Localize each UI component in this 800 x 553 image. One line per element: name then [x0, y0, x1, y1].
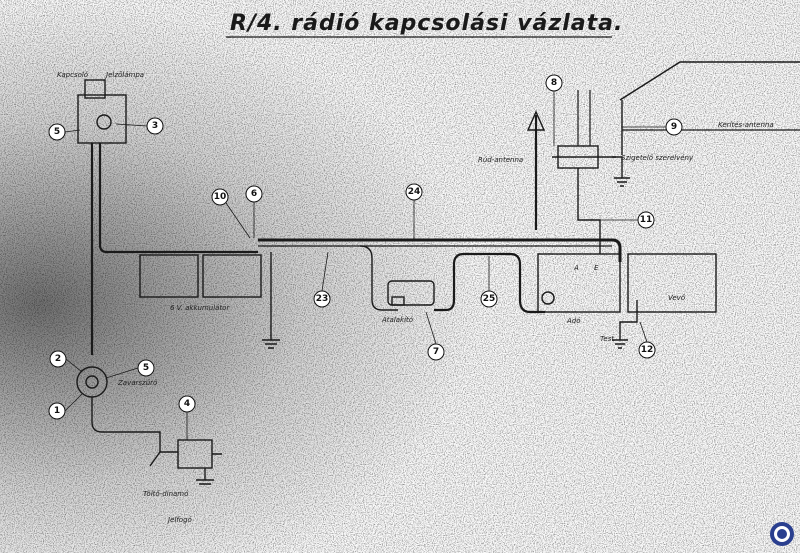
svg-text:4: 4: [184, 399, 190, 409]
svg-text:6: 6: [251, 189, 257, 199]
label-battery: 6 V. akkumulátor: [170, 304, 230, 312]
wiring: [76, 61, 800, 485]
svg-text:8: 8: [551, 78, 557, 88]
svg-text:24: 24: [408, 187, 421, 197]
label-transmitter: Adó: [566, 317, 581, 325]
callout-10: 9: [665, 118, 683, 136]
transmitter-box: [537, 253, 621, 313]
leader-lines: [64, 91, 666, 440]
svg-text:7: 7: [433, 347, 439, 357]
svg-text:25: 25: [483, 294, 496, 304]
diagram-title: R/4. rádió kapcsolási vázlata.: [230, 11, 623, 36]
archive-stamp-logo: [770, 522, 794, 546]
label-switch: Kapcsoló: [57, 71, 89, 79]
switch-symbol: [84, 79, 106, 99]
callout-5-bottom: 5: [137, 359, 155, 377]
svg-text:3: 3: [152, 121, 158, 131]
indicator-lamp-symbol: [96, 114, 112, 130]
converter-unit: [387, 280, 435, 306]
label-relay: Jelfogó: [166, 516, 193, 524]
component-labels: Kapcsoló Jelzőlámpa 6 V. akkumulátor Zav…: [57, 70, 774, 524]
callout-6: 6: [245, 185, 263, 203]
callout-24: 24: [405, 183, 423, 201]
label-receiver: Vevő: [668, 293, 686, 302]
svg-text:23: 23: [316, 294, 329, 304]
svg-text:12: 12: [641, 345, 654, 355]
label-terminal-e: E: [594, 264, 599, 272]
svg-text:10: 10: [214, 192, 227, 202]
label-rod-antenna: Rúd-antenna: [478, 156, 523, 164]
label-indicator-lamp: Jelzőlámpa: [104, 70, 144, 79]
callout-11: 11: [637, 211, 655, 229]
callout-25: 25: [480, 290, 498, 308]
battery-2: [202, 254, 262, 298]
callout-12: 12: [638, 341, 656, 359]
switch-lamp-box: [77, 94, 127, 144]
converter-plug: [391, 296, 405, 306]
label-ground: Test: [600, 335, 614, 343]
callout-8: 7: [427, 343, 445, 361]
svg-text:11: 11: [640, 215, 653, 225]
svg-text:9: 9: [671, 122, 677, 132]
callout-9: 8: [545, 74, 563, 92]
battery-1: [139, 254, 199, 298]
svg-text:1: 1: [54, 406, 60, 416]
svg-text:5: 5: [143, 363, 149, 373]
label-dynamo: Töltő-dinamó: [143, 489, 189, 498]
label-insulator: Szigetelő szerelvény: [621, 153, 694, 162]
label-fence-antenna: Kerítés-antenna: [718, 121, 774, 129]
label-suppressor: Zavarszűrő: [117, 378, 158, 387]
svg-text:2: 2: [55, 354, 61, 364]
callout-23: 23: [313, 290, 331, 308]
callout-3: 3: [146, 117, 164, 135]
transmitter-indicator: [541, 291, 555, 305]
label-converter: Átalakító: [381, 315, 414, 324]
callout-1: 1: [48, 402, 66, 420]
label-terminal-a: A: [573, 264, 579, 272]
callouts: 3 5 10 6 24 8 9 11 23 25 7 12 2 5 1 4: [48, 74, 683, 420]
callout-2: 2: [49, 350, 67, 368]
svg-text:5: 5: [54, 127, 60, 137]
callout-4: 4: [178, 395, 196, 413]
callout-5-top: 5: [48, 123, 66, 141]
callout-7: 10: [211, 188, 229, 206]
receiver-box: [627, 253, 717, 313]
